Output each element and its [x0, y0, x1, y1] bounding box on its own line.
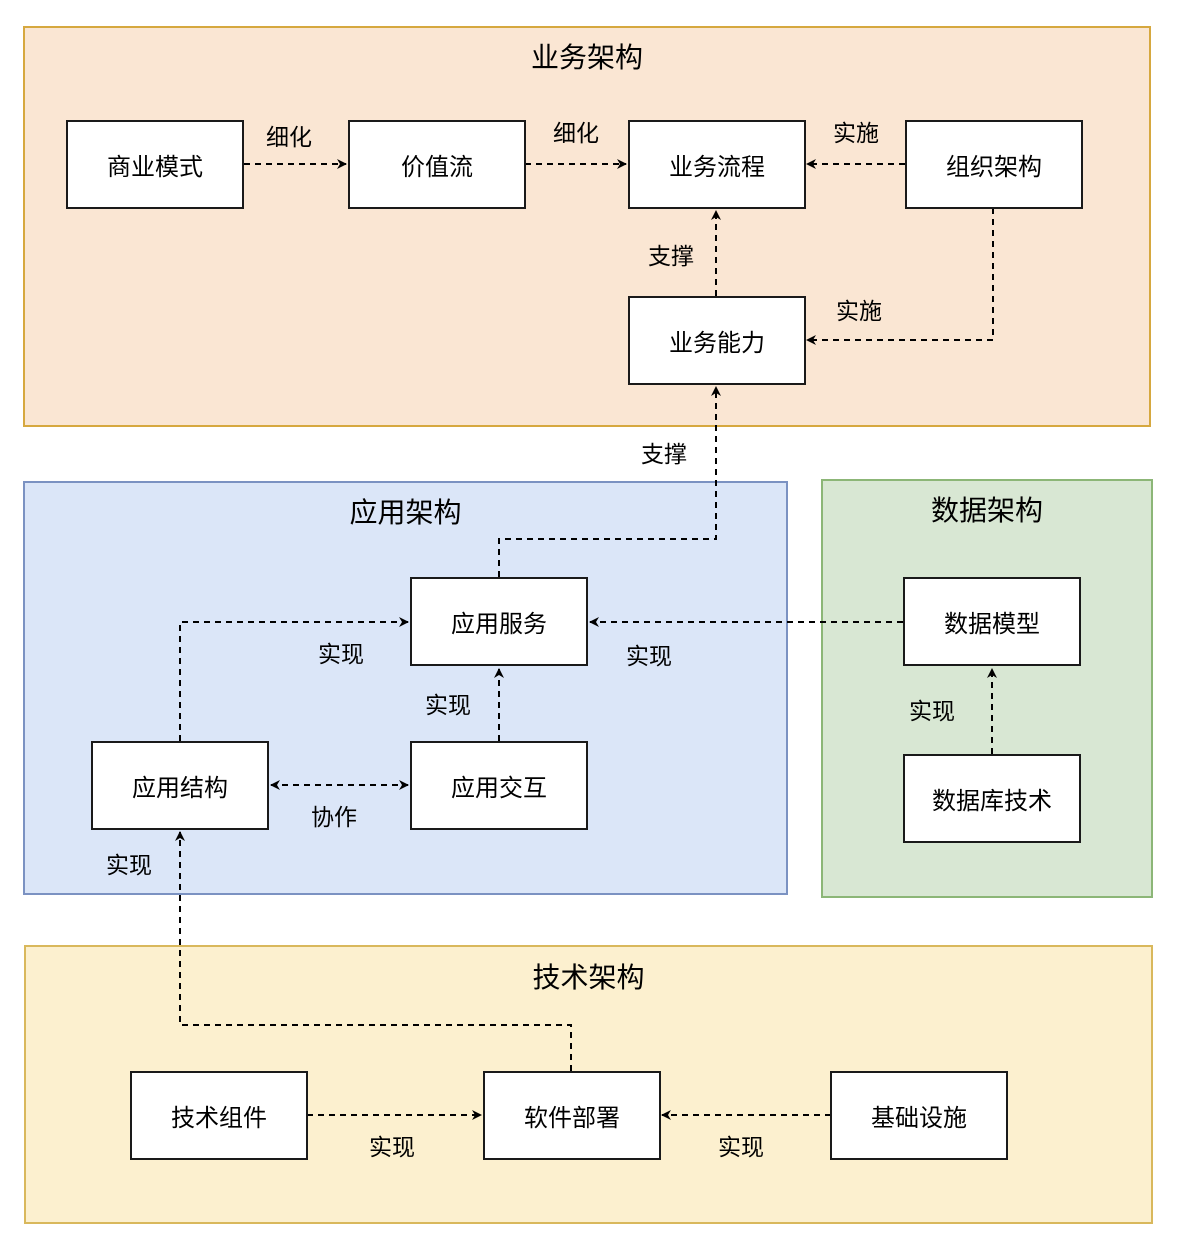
label-value-to-process: 细化 — [553, 121, 599, 147]
edge-org-to-capability — [806, 208, 994, 345]
label-capability-to-process: 支撑 — [648, 244, 694, 270]
node-app-service[interactable]: 应用服务 — [410, 577, 588, 666]
label-model-to-value: 细化 — [266, 125, 312, 151]
label-component-to-deploy: 实现 — [369, 1135, 415, 1161]
application-architecture-group: 应用架构 — [23, 481, 788, 895]
node-infrastructure[interactable]: 基础设施 — [830, 1071, 1008, 1160]
node-business-capability[interactable]: 业务能力 — [628, 296, 806, 385]
edge-deploy-to-structure — [175, 831, 572, 1071]
node-value-stream[interactable]: 价值流 — [348, 120, 526, 209]
label-deploy-to-structure: 实现 — [106, 853, 152, 879]
label-org-to-capability: 实施 — [836, 299, 882, 325]
node-data-model[interactable]: 数据模型 — [903, 577, 1081, 666]
label-infra-to-deploy: 实现 — [718, 1135, 764, 1161]
node-app-interaction[interactable]: 应用交互 — [410, 741, 588, 830]
node-tech-component[interactable]: 技术组件 — [130, 1071, 308, 1160]
label-structure-interaction: 协作 — [311, 805, 357, 831]
label-org-to-process: 实施 — [833, 121, 879, 147]
label-dbtech-to-datamodel: 实现 — [909, 699, 955, 725]
data-architecture-title: 数据架构 — [930, 494, 1043, 527]
edge-structure-to-service — [179, 617, 409, 741]
node-app-structure[interactable]: 应用结构 — [91, 741, 269, 830]
application-architecture-title: 应用架构 — [349, 496, 462, 529]
node-software-deploy[interactable]: 软件部署 — [483, 1071, 661, 1160]
node-business-process[interactable]: 业务流程 — [628, 120, 806, 209]
edge-service-to-capability — [498, 386, 721, 577]
technology-architecture-title: 技术架构 — [532, 961, 645, 994]
label-service-to-capability: 支撑 — [641, 442, 687, 468]
node-business-model[interactable]: 商业模式 — [66, 120, 244, 209]
label-interaction-to-service: 实现 — [425, 693, 471, 719]
node-organization[interactable]: 组织架构 — [905, 120, 1083, 209]
business-architecture-title: 业务架构 — [530, 41, 643, 74]
label-structure-to-service: 实现 — [318, 642, 364, 668]
node-database-tech[interactable]: 数据库技术 — [903, 754, 1081, 843]
label-datamodel-to-service: 实现 — [626, 644, 672, 670]
business-architecture-group: 业务架构 — [23, 26, 1151, 427]
